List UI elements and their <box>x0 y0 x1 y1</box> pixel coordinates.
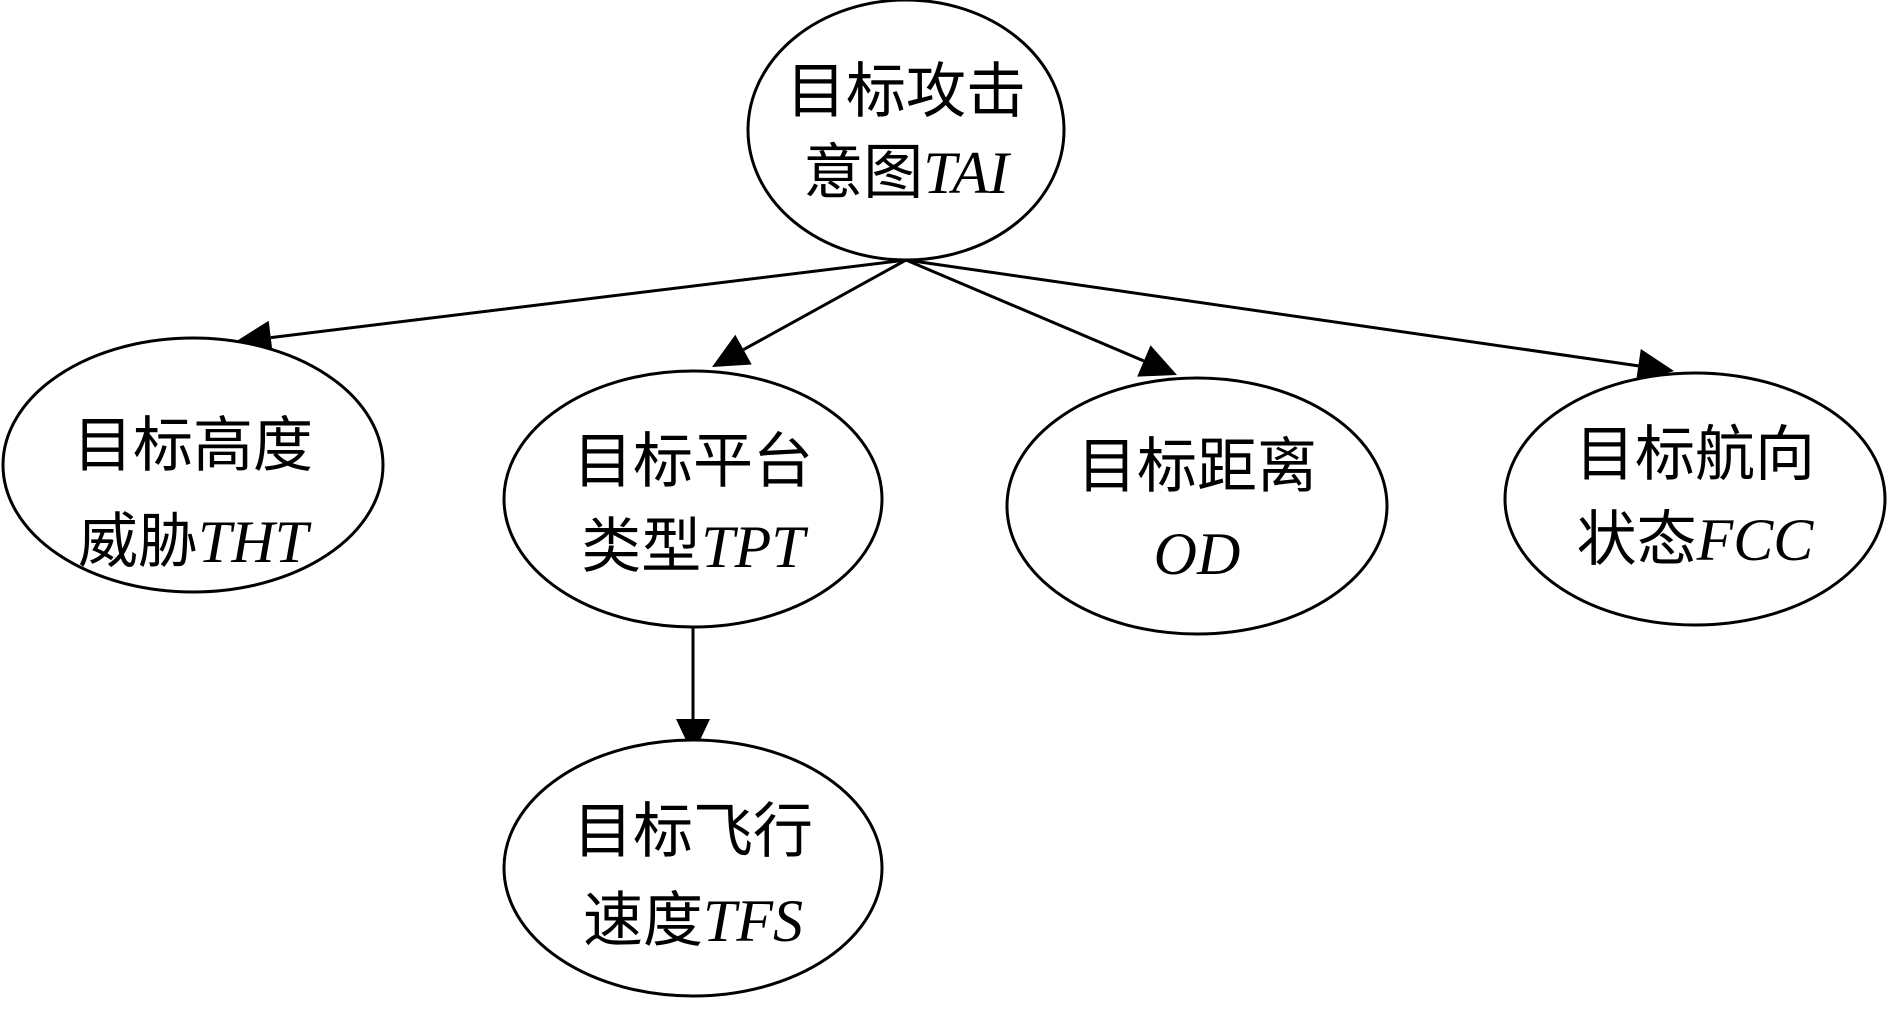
node-od: 目标距离 OD <box>1005 376 1389 636</box>
edge-line <box>270 258 907 340</box>
edge-tai-fcc <box>905 258 1674 383</box>
node-label-line1: 目标高度 <box>73 413 313 479</box>
node-label-line1: 目标航向 <box>1575 422 1815 488</box>
node-ellipse <box>502 369 884 629</box>
node-label-abbrev: TPT <box>701 514 808 580</box>
node-label-line1: 目标距离 <box>1077 434 1317 500</box>
edge-tai-tpt <box>712 258 907 367</box>
node-label-line2-cn: 意图 <box>803 140 923 206</box>
arrowhead-icon <box>712 334 752 367</box>
node-label-line2-cn: 类型 <box>581 514 701 580</box>
node-ellipse <box>1 336 385 594</box>
node-label-line1: 目标平台 <box>573 429 813 495</box>
edge-line <box>742 258 907 351</box>
node-label-line2: 状态FCC <box>1577 507 1815 573</box>
node-label-line2: 类型TPT <box>581 514 808 580</box>
node-label-line2-cn: 威胁 <box>78 509 198 575</box>
node-label-line2: 威胁THT <box>78 509 312 575</box>
node-label-abbrev: OD <box>1154 521 1241 587</box>
arrowhead-icon <box>1635 349 1674 383</box>
edges-layer <box>235 258 1674 755</box>
node-label-line1: 目标飞行 <box>573 799 813 865</box>
edge-tai-od <box>905 258 1177 377</box>
edge-tai-tht <box>235 258 907 355</box>
arrowhead-icon <box>676 719 710 755</box>
node-label-line1: 目标攻击 <box>786 59 1026 125</box>
node-ellipse <box>502 738 884 998</box>
node-label-line2: OD <box>1154 521 1241 587</box>
edge-tpt-tfs <box>676 627 710 755</box>
arrowhead-icon <box>1137 345 1177 377</box>
node-label-abbrev: TFS <box>703 888 803 954</box>
node-ellipse <box>746 0 1066 262</box>
node-label-abbrev: THT <box>198 509 312 575</box>
edge-line <box>905 258 1145 363</box>
node-label-abbrev: TAI <box>923 140 1012 206</box>
node-label-line2-cn: 状态 <box>1577 507 1697 573</box>
node-label-line2-cn: 速度 <box>583 888 703 954</box>
node-label-line2: 意图TAI <box>803 140 1012 206</box>
edge-line <box>905 258 1639 368</box>
node-label-abbrev: FCC <box>1696 507 1815 573</box>
node-ellipse <box>1005 376 1389 636</box>
node-ellipse <box>1503 371 1887 627</box>
node-label-line2: 速度TFS <box>583 888 803 954</box>
